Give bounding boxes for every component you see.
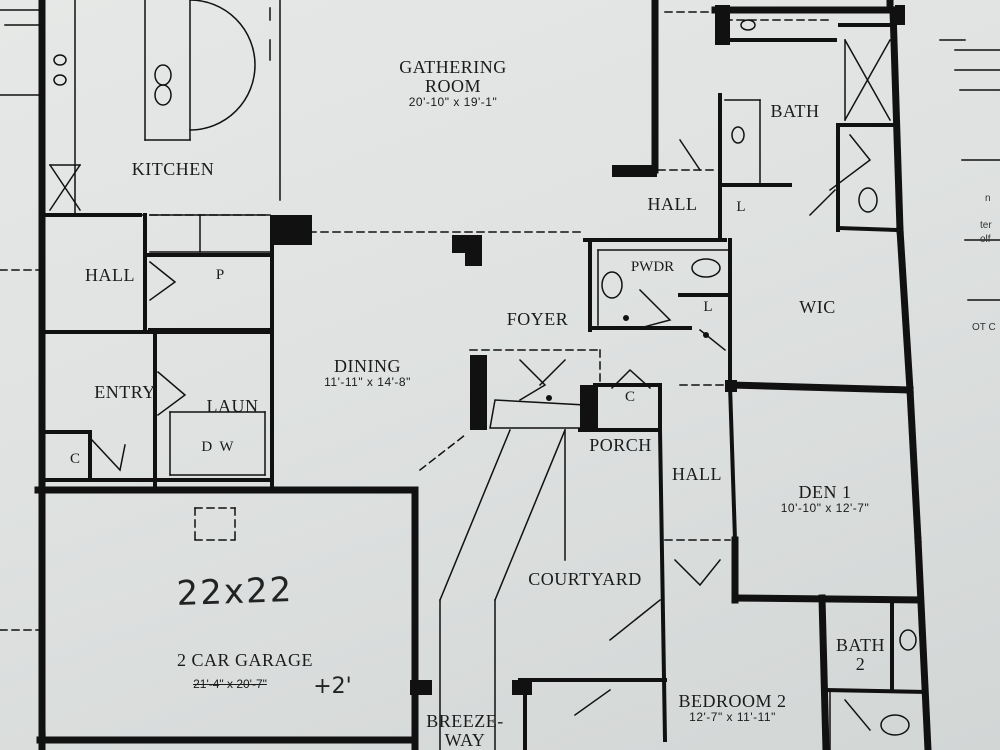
garage-handwritten-add: +2' [313,674,352,699]
garage-struck-dims: 21'-4" x 20'-7" [193,677,267,691]
bedroom2-dims: 12'-7" x 11'-11" [689,709,776,724]
hall-mid-label: HALL [672,464,722,484]
dining-label: DINING 11'-11" x 14'-8" [310,357,425,388]
gathering-room-dims: 20'-10" x 19'-1" [408,94,498,109]
porch-label: PORCH [589,435,652,455]
foyer-label: FOYER [506,309,569,329]
margin-text-4: OT C [972,322,996,333]
dining-name: DINING [334,356,401,376]
pwdr-label: PWDR [630,259,675,275]
den-dims: 10'-10" x 12'-7" [780,500,870,515]
kitchen-label: KITCHEN [131,159,215,179]
garage-label: 2 CAR GARAGE [176,650,313,670]
pantry-label: P [215,267,225,283]
margin-text-2: ter [980,220,992,231]
gathering-room-name-1: GATHERING [399,57,507,77]
margin-text-3: olf [980,234,991,245]
closet-foyer-label: C [624,389,635,405]
bath2-label: BATH 2 [828,636,893,674]
bath2-name-1: BATH [835,635,885,655]
courtyard-label: COURTYARD [528,569,642,589]
gathering-room-name-2: ROOM [424,75,481,96]
entry-label: ENTRY [94,382,156,402]
laun-label: LAUN [206,396,259,416]
breezeway-name-2: WAY [444,729,486,750]
bedroom2-label: BEDROOM 2 12'-7" x 11'-11" [660,692,805,723]
opening-dashes [0,11,831,631]
den-label: DEN 1 10'-10" x 12'-7" [765,483,885,514]
washer-dryer-label: D W [201,439,234,455]
exterior-walls [34,0,932,750]
interior-walls [40,23,928,750]
hall-top-label: HALL [647,194,698,214]
bath-label: BATH [770,101,820,121]
linen-mid-label: L [703,299,713,315]
bedroom2-name: BEDROOM 2 [678,691,787,711]
closet-entry-label: C [69,451,80,467]
margin-text-1: n [985,193,991,204]
bath2-name-2: 2 [855,653,866,674]
den-name: DEN 1 [798,482,852,502]
breezeway-name-1: BREEZE- [426,711,504,731]
linen-top-label: L [736,199,746,215]
wic-label: WIC [799,297,836,317]
garage-handwritten-size: 22x22 [175,569,294,615]
wall-blocks [270,5,905,695]
hall-left-label: HALL [85,265,135,285]
dining-dims: 11'-11" x 14'-8" [324,374,411,389]
door-swings [90,133,872,732]
breezeway-label: BREEZE- WAY [425,712,505,750]
fixtures [53,19,917,736]
gathering-room-label: GATHERING ROOM 20'-10" x 19'-1" [383,58,523,108]
